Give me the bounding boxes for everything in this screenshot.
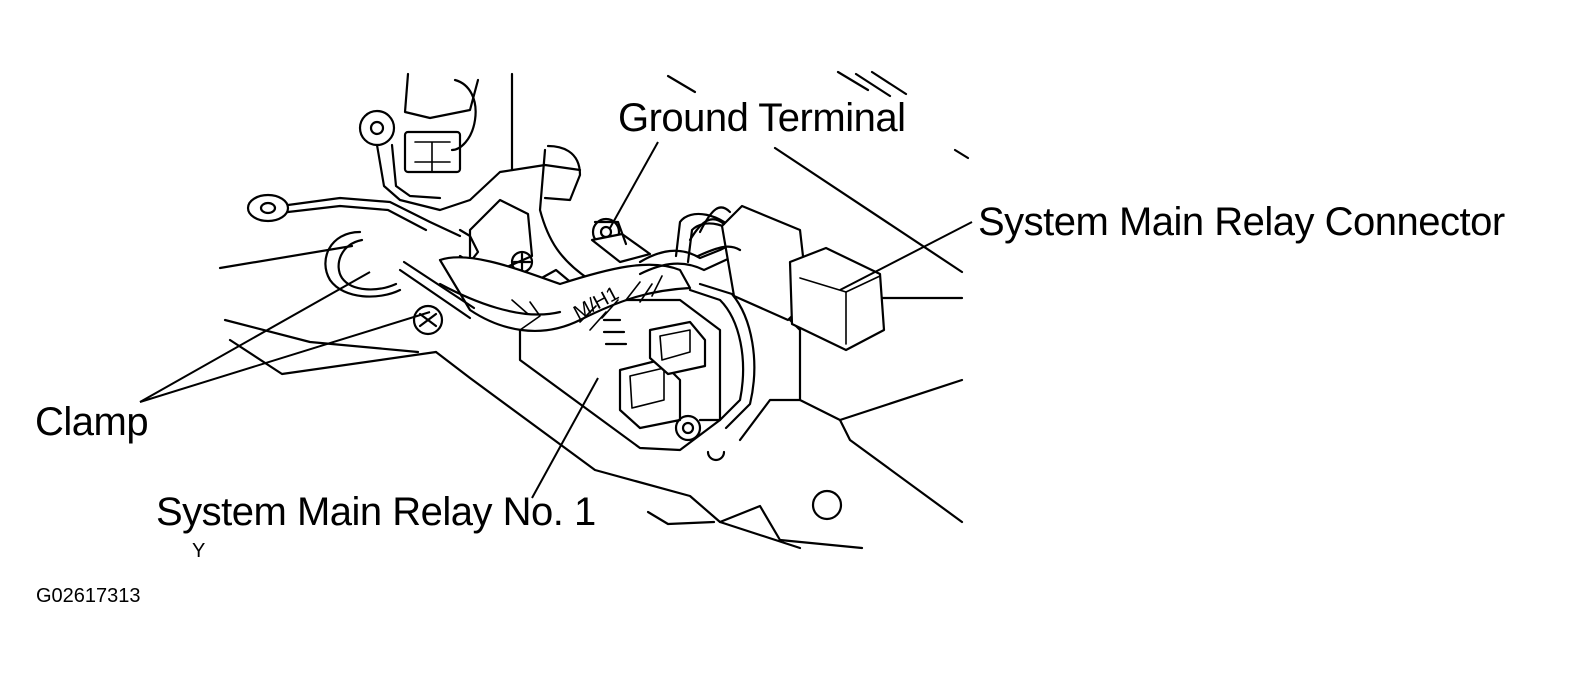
relay-connector-leader bbox=[839, 221, 973, 291]
clamp-label: Clamp bbox=[35, 400, 149, 444]
system-main-relay-body bbox=[478, 258, 722, 452]
relay-connector-label: System Main Relay Connector bbox=[978, 200, 1505, 244]
clamp-leader-2 bbox=[139, 311, 431, 403]
upper-wiring bbox=[246, 72, 592, 282]
figure-id-label: G02617313 bbox=[36, 585, 141, 607]
small-mark-label: Y bbox=[192, 540, 206, 562]
wire-harness bbox=[438, 212, 756, 430]
leader-lines bbox=[139, 141, 973, 499]
relay-connector-body bbox=[688, 204, 886, 352]
ground-terminal-label: Ground Terminal bbox=[618, 96, 906, 140]
chassis-lines bbox=[218, 70, 970, 550]
relay-no1-leader bbox=[531, 377, 599, 499]
ground-terminal-leader bbox=[609, 141, 659, 229]
relay-no1-label: System Main Relay No. 1 bbox=[156, 490, 596, 534]
clamp-leader-1 bbox=[139, 271, 371, 403]
clamp-loop bbox=[324, 230, 476, 320]
ground-terminal bbox=[590, 217, 652, 264]
